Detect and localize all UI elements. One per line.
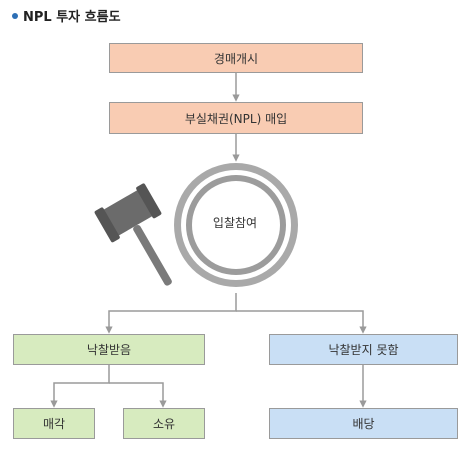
node-npl-purchase-label: 부실채권(NPL) 매입	[184, 111, 288, 126]
title-bullet-icon	[12, 12, 18, 19]
gavel-icon	[94, 183, 172, 286]
node-ownership: 소유	[123, 408, 205, 439]
node-auction-start: 경매개시	[109, 43, 363, 73]
connector-bid-split-right	[236, 310, 367, 334]
connector-won-split	[50, 365, 110, 408]
node-won-bid: 낙찰받음	[13, 334, 205, 365]
node-lost-bid-label: 낙찰받지 못함	[328, 343, 399, 357]
node-bid-participation-label: 입찰참여	[212, 216, 258, 230]
node-sale: 매각	[13, 408, 95, 439]
node-dividend: 배당	[269, 408, 458, 439]
node-dividend-label: 배당	[352, 417, 375, 431]
node-sale-label: 매각	[42, 417, 66, 431]
node-npl-purchase: 부실채권(NPL) 매입	[109, 102, 363, 134]
node-won-bid-label: 낙찰받음	[86, 343, 132, 357]
node-auction-start-label: 경매개시	[213, 51, 259, 66]
connector-won-split-right	[109, 382, 167, 408]
node-ownership-label: 소유	[152, 417, 176, 431]
diagram-title-text: NPL 투자 흐름도	[23, 10, 121, 25]
connector-bid-split	[105, 293, 237, 334]
diagram-title: NPL 투자 흐름도	[12, 6, 121, 25]
node-lost-bid: 낙찰받지 못함	[269, 334, 458, 365]
